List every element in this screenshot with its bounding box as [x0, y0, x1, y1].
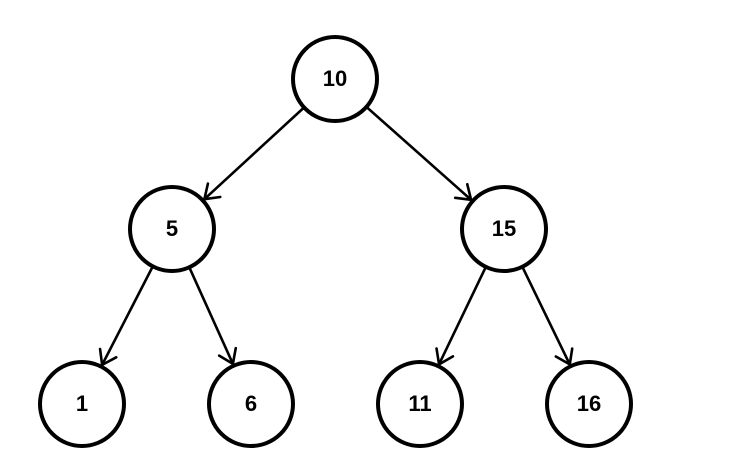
node-label: 15: [492, 216, 516, 241]
node-label: 5: [166, 216, 178, 241]
node-circle: [291, 35, 379, 123]
tree-edge-n10-n5: [203, 107, 305, 201]
node-label: 11: [408, 391, 431, 416]
node-label: 10: [323, 66, 347, 91]
node-circle: [38, 360, 126, 448]
node-label: 1: [76, 391, 88, 416]
tree-edge-n15-n11: [435, 267, 487, 366]
tree-node-6: 6: [207, 360, 295, 448]
tree-node-15: 15: [460, 185, 548, 273]
arrow-head-icon: [435, 347, 455, 366]
tree-node-10: 10: [291, 35, 379, 123]
tree-node-5: 5: [128, 185, 216, 273]
node-circle: [460, 185, 548, 273]
tree-node-1: 1: [38, 360, 126, 448]
arrow-head-icon: [217, 346, 238, 366]
arrow-head-icon: [453, 182, 473, 202]
tree-node-16: 16: [545, 360, 633, 448]
tree-edge-n10-n15: [366, 106, 473, 202]
tree-edge-n15-n16: [521, 267, 574, 366]
node-label: 16: [577, 391, 601, 416]
tree-edge-n5-n6: [188, 267, 238, 366]
node-circle: [128, 185, 216, 273]
node-circle: [376, 360, 464, 448]
node-label: 6: [245, 391, 257, 416]
tree-edges: [98, 106, 574, 367]
node-circle: [207, 360, 295, 448]
tree-edge-n5-n1: [98, 266, 154, 367]
tree-node-11: 11: [376, 360, 464, 448]
node-circle: [545, 360, 633, 448]
